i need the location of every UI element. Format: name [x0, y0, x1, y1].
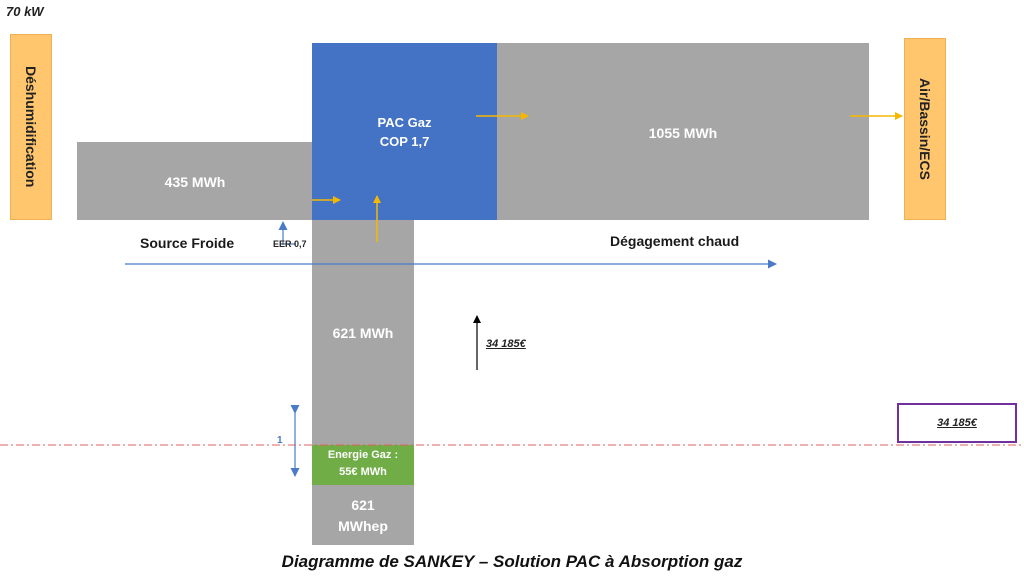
eer-label: EER 0,7	[273, 239, 307, 249]
heat-output-flow: 1055 MWh	[497, 43, 869, 220]
pac-cop: COP 1,7	[379, 134, 430, 149]
pac-title: PAC Gaz	[377, 115, 432, 130]
gas-energy-line2: 55€ MWh	[339, 466, 387, 478]
air-basin-ecs-label: Air/Bassin/ECS	[917, 78, 933, 180]
cold-source-value: 435 MWh	[164, 174, 226, 190]
power-label: 70 kW	[6, 4, 44, 19]
air-basin-ecs-block: Air/Bassin/ECS	[904, 38, 946, 220]
gas-input-value: 621 MWh	[332, 325, 394, 341]
diagram-caption: Diagramme de SANKEY – Solution PAC à Abs…	[281, 552, 743, 571]
gas-energy-line1: Energie Gaz :	[327, 449, 399, 461]
gas-input-flow: 621 MWh	[312, 220, 414, 445]
cost-box-value: 34 185€	[937, 417, 977, 429]
degagement-chaud-label: Dégagement chaud	[610, 233, 740, 249]
dehumidification-block: Déshumidification	[10, 34, 52, 220]
primary-energy-unit: MWhep	[338, 518, 388, 534]
cost-box: 34 185€	[897, 403, 1017, 443]
primary-energy-block: 621 MWhep	[312, 485, 414, 545]
ratio-marker: 1	[277, 435, 283, 446]
primary-energy-value: 621	[351, 497, 375, 513]
source-froide-label: Source Froide	[140, 235, 235, 251]
eer-bracket-arrow	[278, 221, 296, 245]
heat-output-value: 1055 MWh	[648, 125, 718, 141]
cold-source-flow: 435 MWh	[77, 142, 313, 220]
gas-energy-block: Energie Gaz : 55€ MWh	[312, 445, 414, 485]
cost-center-label: 34 185€	[486, 338, 526, 350]
pac-gaz-block: PAC Gaz COP 1,7	[312, 43, 497, 220]
dehumidification-label: Déshumidification	[23, 66, 39, 188]
